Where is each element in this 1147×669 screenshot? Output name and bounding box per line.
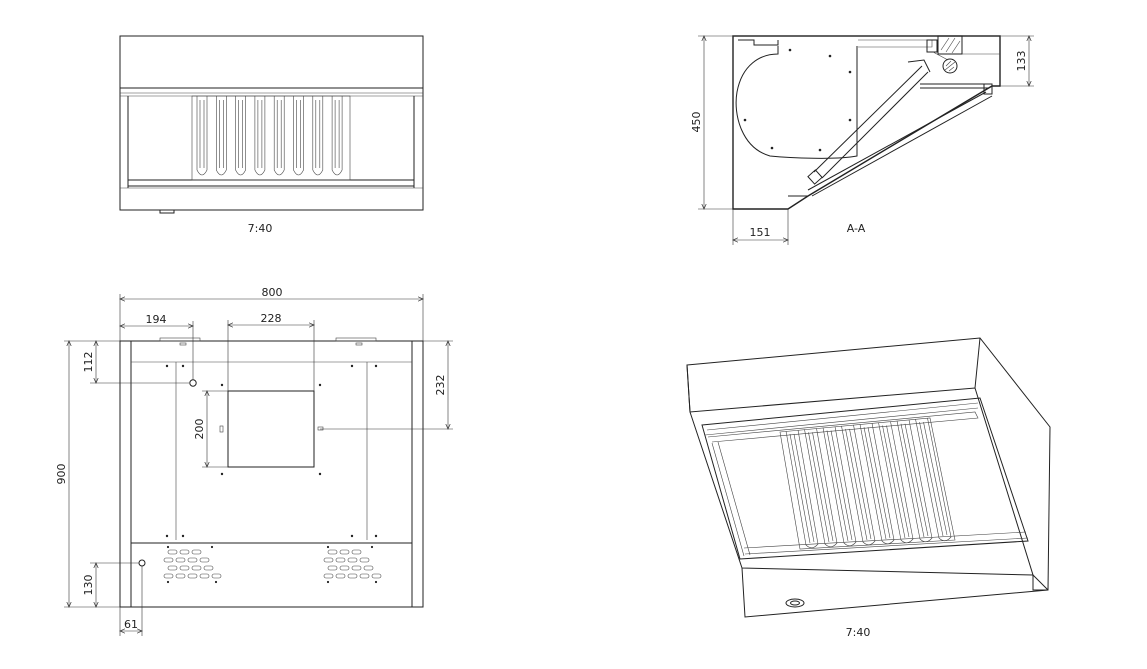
vent-slot xyxy=(163,573,174,579)
filter-fin xyxy=(896,419,933,543)
vent-slot xyxy=(191,565,202,571)
vent-slot xyxy=(335,557,346,563)
dim-plan-top-offset: 112 xyxy=(82,352,95,373)
vent-slot xyxy=(339,565,350,571)
dim-plan-outlet-height: 200 xyxy=(193,419,206,440)
rivet xyxy=(370,545,374,549)
rivet xyxy=(166,545,170,549)
vent-slot xyxy=(167,565,178,571)
filter-fin xyxy=(859,423,895,545)
dim-plan-outlet-width: 228 xyxy=(261,312,282,325)
dim-plan-width: 800 xyxy=(262,286,283,299)
filter-fin xyxy=(841,424,876,546)
vent-slot xyxy=(335,573,346,579)
vent-slot xyxy=(363,565,374,571)
filter-fin xyxy=(785,429,819,549)
vent-slot xyxy=(175,573,186,579)
front-scale-label: 7:40 xyxy=(248,222,273,235)
vent-slot xyxy=(211,573,222,579)
vent-slot xyxy=(347,557,358,563)
iso-scale-label: 7:40 xyxy=(846,626,871,639)
filter-fin xyxy=(293,96,304,176)
rivet xyxy=(166,580,170,584)
filter-fin xyxy=(915,418,952,542)
vent-slot xyxy=(323,557,334,563)
vent-slot xyxy=(199,557,210,563)
filter-fin xyxy=(254,96,266,176)
vent-slot xyxy=(371,573,382,579)
grease-filters-iso xyxy=(785,418,952,549)
dim-section-right-height: 133 xyxy=(1015,51,1028,72)
grease-filters-front xyxy=(196,96,343,176)
vent-slot xyxy=(199,573,210,579)
vent-slot xyxy=(187,557,198,563)
vent-slot xyxy=(351,565,362,571)
vent-slot xyxy=(179,565,190,571)
dim-plan-left-offset: 194 xyxy=(146,313,167,326)
section-title: A-A xyxy=(847,222,866,235)
rivet xyxy=(326,580,330,584)
vent-slot xyxy=(347,573,358,579)
dim-section-base-width: 151 xyxy=(750,226,771,239)
plan-view: 800 194 228 200 900 112 232 130 xyxy=(55,286,453,636)
filter-fin xyxy=(822,426,857,547)
rivet xyxy=(374,580,378,584)
vent-slot xyxy=(187,573,198,579)
filter-fin xyxy=(312,96,324,176)
rivet xyxy=(210,545,214,549)
vent-slot xyxy=(359,573,370,579)
dim-plan-right-offset: 232 xyxy=(434,375,447,396)
filter-fin xyxy=(878,421,914,544)
filter-fin xyxy=(216,96,227,176)
filter-fin xyxy=(235,96,246,176)
section-view-a-a: 450 133 151 A-A xyxy=(690,36,1034,245)
vent-slot xyxy=(359,557,370,563)
dim-section-height: 450 xyxy=(690,112,703,133)
vent-slot xyxy=(327,565,338,571)
vent-slot xyxy=(327,549,338,555)
dim-plan-drain-height: 130 xyxy=(82,575,95,596)
dim-plan-drain-offset: 61 xyxy=(124,618,138,631)
rivet xyxy=(326,545,330,549)
filter-fin xyxy=(196,96,208,176)
vent-slot xyxy=(203,565,214,571)
vent-slot xyxy=(179,549,190,555)
vent-slot xyxy=(323,573,334,579)
filter-fin xyxy=(331,96,343,176)
vent-slot xyxy=(167,549,178,555)
rivet xyxy=(214,580,218,584)
vent-slot xyxy=(175,557,186,563)
dim-plan-depth: 900 xyxy=(55,464,68,485)
vent-slot xyxy=(163,557,174,563)
isometric-view: 7:40 xyxy=(686,337,1051,639)
vent-slot xyxy=(191,549,202,555)
vent-slot xyxy=(351,549,362,555)
filter-fin xyxy=(273,96,285,176)
vent-slot xyxy=(339,549,350,555)
front-view: 7:40 xyxy=(119,35,424,235)
filter-fin xyxy=(804,428,838,548)
vent-slots xyxy=(163,545,382,584)
